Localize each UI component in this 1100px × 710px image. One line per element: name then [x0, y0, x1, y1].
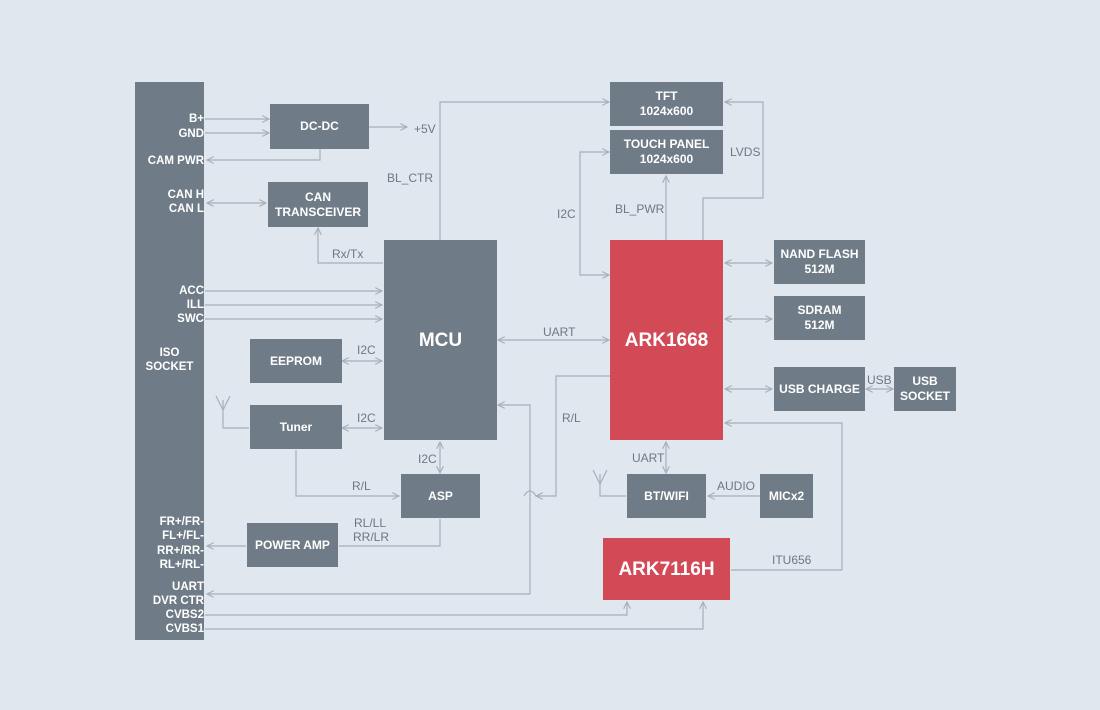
usb-charge-label: USB CHARGE [779, 381, 860, 396]
power-amp-label: POWER AMP [255, 537, 330, 552]
label-rl-tuner: R/L [352, 479, 371, 493]
label-rx-tx: Rx/Tx [332, 247, 364, 261]
label-rl-ark: R/L [562, 411, 581, 425]
pin-can-l: CAN L [168, 203, 204, 215]
dcdc-block: DC-DC [270, 104, 369, 149]
label-uart-bt: UART [632, 451, 665, 465]
pin-b-plus: B+ [188, 113, 204, 125]
wire-antenna-bt [599, 474, 626, 497]
touch-panel-label-line1: TOUCH PANEL [623, 137, 710, 151]
pin-gnd: GND [178, 128, 204, 140]
label-rl-ll: RL/LL [354, 516, 387, 530]
usb-charge-block: USB CHARGE [774, 367, 865, 411]
wire-cam-pwr [207, 149, 321, 160]
pin-cvbs2: CVBS2 [165, 609, 204, 621]
wire-rl-tuner [295, 450, 399, 496]
antenna-bt [592, 469, 608, 486]
usb-socket-block: USB SOCKET [894, 367, 956, 411]
ark7116h-block: ARK7116H [603, 538, 730, 600]
usb-socket-label-line1: USB [912, 374, 938, 388]
wire-lvds [702, 102, 764, 240]
pin-cam-pwr: CAM PWR [147, 155, 204, 167]
nand-flash-label-line2: 512M [804, 262, 835, 276]
mcu-block: MCU [384, 240, 497, 440]
sdram-label-line2: 512M [804, 318, 835, 332]
iso-socket-bar [135, 82, 204, 640]
bt-wifi-label: BT/WIFI [644, 488, 689, 503]
mic-label: MICx2 [768, 488, 805, 503]
touch-panel-label-line2: 1024x600 [639, 152, 694, 166]
pin-rr: RR+/RR- [157, 545, 204, 557]
label-usb: USB [867, 373, 892, 387]
label-i2c-touch: I2C [557, 207, 576, 221]
tft-label-line2: 1024x600 [639, 104, 694, 118]
eeprom-label: EEPROM [269, 353, 322, 368]
ark7116h-label: ARK7116H [618, 558, 715, 580]
ark1668-label: ARK1668 [624, 329, 709, 351]
pin-fl: FL+/FL- [162, 530, 204, 542]
eeprom-block: EEPROM [250, 339, 342, 383]
wire-mcu-dvr [207, 405, 531, 594]
tft-block: TFT 1024x600 [610, 82, 723, 126]
iso-socket-title: ISO SOCKET [135, 346, 204, 374]
wire-antenna-tuner [222, 400, 249, 429]
tuner-block: Tuner [250, 405, 342, 449]
label-i2c-tuner: I2C [357, 411, 376, 425]
can-transceiver-label-line2: TRANSCEIVER [274, 204, 361, 219]
pin-fr: FR+/FR- [159, 516, 204, 528]
wire-bl-ctr [439, 102, 609, 240]
dcdc-label: DC-DC [300, 119, 339, 133]
tuner-label: Tuner [279, 419, 313, 434]
label-rr-lr: RR/LR [353, 530, 390, 544]
label-bl-pwr: BL_PWR [615, 202, 665, 216]
iso-socket-title-line2: SOCKET [145, 361, 194, 373]
asp-label: ASP [428, 488, 453, 503]
pin-ill: ILL [186, 299, 204, 311]
label-5v: +5V [414, 122, 436, 136]
label-i2c-asp: I2C [418, 452, 437, 466]
label-itu656: ITU656 [772, 553, 812, 567]
touch-panel-block: TOUCH PANEL 1024x600 [610, 130, 723, 174]
nand-flash-label-line1: NAND FLASH [780, 247, 859, 261]
label-lvds: LVDS [730, 145, 761, 159]
tft-label-line1: TFT [655, 89, 678, 103]
sdram-label-line1: SDRAM [797, 303, 842, 317]
wire-cvbs1 [205, 602, 703, 630]
asp-block: ASP [401, 474, 480, 518]
wire-i2c-touch [579, 152, 609, 275]
sdram-block: SDRAM 512M [774, 296, 865, 340]
pin-uart: UART [172, 581, 204, 593]
label-uart-mcu: UART [543, 325, 576, 339]
wire-rxtx [318, 228, 383, 264]
can-transceiver-label-line1: CAN [305, 189, 331, 204]
mic-block: MICx2 [760, 474, 813, 518]
pin-rl: RL+/RL- [159, 559, 204, 571]
wire-rl-ark [536, 375, 610, 496]
label-i2c-eeprom: I2C [357, 343, 376, 357]
bt-wifi-block: BT/WIFI [627, 474, 706, 518]
power-amp-block: POWER AMP [247, 523, 338, 567]
pin-can-h: CAN H [167, 189, 204, 201]
ark1668-block: ARK1668 [610, 240, 723, 440]
nand-flash-block: NAND FLASH 512M [774, 240, 865, 284]
wire-itu656 [725, 423, 843, 571]
iso-socket-title-line1: ISO [159, 347, 180, 359]
pin-cvbs1: CVBS1 [165, 623, 204, 635]
pin-swc: SWC [177, 313, 204, 325]
label-audio: AUDIO [717, 479, 756, 493]
pin-acc: ACC [179, 285, 204, 297]
mcu-label: MCU [418, 329, 463, 351]
can-transceiver-block: CAN TRANSCEIVER [268, 182, 368, 227]
wire-cvbs2 [205, 602, 627, 616]
usb-socket-label-line2: SOCKET [899, 389, 950, 403]
pin-dvr-ctr: DVR CTR [152, 595, 204, 607]
label-bl-ctr: BL_CTR [387, 171, 434, 185]
